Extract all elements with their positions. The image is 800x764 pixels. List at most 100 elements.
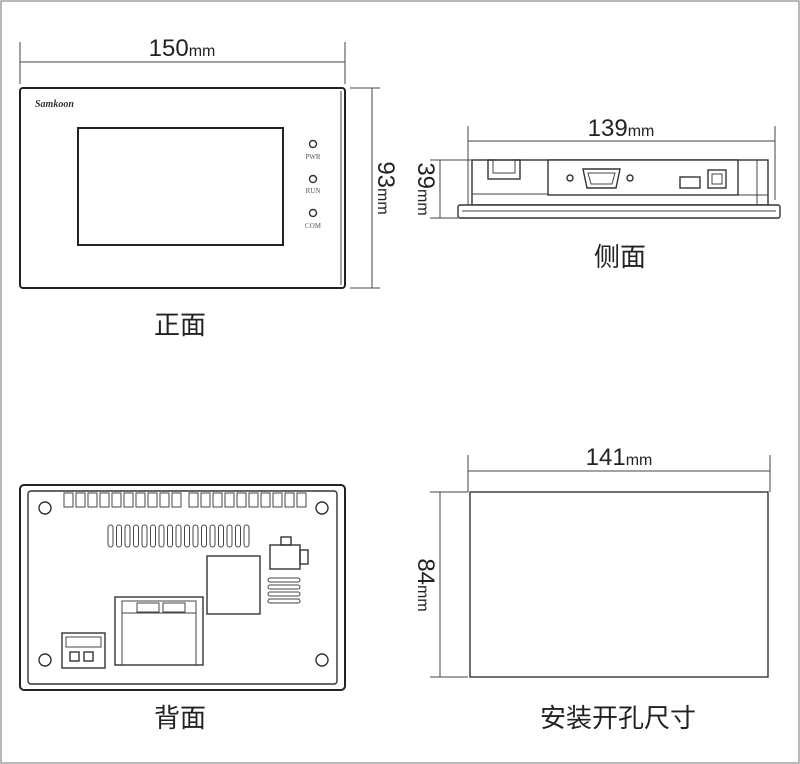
terminal-tab xyxy=(63,492,74,508)
front-height-label: 93mm xyxy=(372,161,399,214)
port-latch xyxy=(136,602,160,613)
mounting-hole-icon xyxy=(38,653,52,667)
port-housing xyxy=(114,596,204,666)
terminal-tab xyxy=(135,492,146,508)
front-view-caption: 正面 xyxy=(154,310,206,340)
front-width-label: 150mm xyxy=(149,35,216,62)
vent-slot xyxy=(167,524,173,548)
db9-connector-inner xyxy=(587,172,616,185)
dimension-value: 84 xyxy=(412,558,439,585)
vent-slot xyxy=(218,524,224,548)
back-power-connector xyxy=(269,536,309,570)
side-depth-dimension: 39mm xyxy=(412,159,472,219)
back-terminal-tabs xyxy=(63,492,307,508)
back-communication-port xyxy=(114,596,204,666)
dimension-value: 93 xyxy=(372,161,399,188)
side-connector-plate xyxy=(547,159,739,196)
cutout-width-label: 141mm xyxy=(586,444,653,471)
led-pwr-icon xyxy=(308,139,318,149)
cutout-height-dimension: 84mm xyxy=(412,491,468,678)
vent-slot xyxy=(235,524,241,548)
cutout-view: 141mm 84mm 安装开孔尺寸 xyxy=(412,444,771,733)
dimension-unit: mm xyxy=(374,188,391,215)
vent-slot xyxy=(116,524,122,548)
terminal-tab xyxy=(75,492,86,508)
vent-slot xyxy=(243,524,250,548)
terminal-tab xyxy=(159,492,170,508)
led-com-label: COM xyxy=(305,222,322,230)
port-latch xyxy=(162,602,186,613)
front-width-dimension: 150mm xyxy=(19,35,346,84)
led-run-label: RUN xyxy=(306,187,321,195)
terminal-tab xyxy=(236,492,247,508)
usb-b-port-icon xyxy=(707,169,727,189)
mounting-hole-icon xyxy=(315,653,329,667)
side-depth-label: 39mm xyxy=(412,162,439,215)
terminal-tab xyxy=(87,492,98,508)
terminal-connector-top xyxy=(65,636,102,648)
terminal-connector-body xyxy=(61,632,106,669)
usb-b-port-inner xyxy=(711,173,723,185)
terminal-tab xyxy=(284,492,295,508)
side-ethernet-port-inner xyxy=(492,159,516,174)
power-connector-tab-right xyxy=(299,549,309,565)
db9-connector-icon xyxy=(582,168,621,189)
cutout-outline xyxy=(469,491,769,678)
terminal-tab xyxy=(147,492,158,508)
vent-slot xyxy=(192,524,199,548)
terminal-tab xyxy=(248,492,259,508)
dimension-value: 139 xyxy=(588,115,628,142)
terminal-tab xyxy=(188,492,199,508)
vent-slot xyxy=(226,524,233,548)
terminal-tab xyxy=(99,492,110,508)
power-connector-tab-top xyxy=(280,536,292,546)
vent-slot xyxy=(107,524,114,548)
dimension-unit: mm xyxy=(189,43,216,60)
led-pwr-label: PWR xyxy=(305,153,321,161)
terminal-tab xyxy=(171,492,182,508)
dimension-value: 39 xyxy=(412,162,439,189)
vent-slot xyxy=(158,524,165,548)
led-run-icon xyxy=(308,174,318,184)
side-view-caption: 侧面 xyxy=(594,242,646,272)
port-top-strip xyxy=(121,600,197,614)
vent-slot xyxy=(184,524,190,548)
led-com-icon xyxy=(308,208,318,218)
dimension-value: 150 xyxy=(149,35,189,62)
vent-slot xyxy=(267,577,301,583)
back-side-slots xyxy=(267,577,301,604)
terminal-tab xyxy=(224,492,235,508)
vent-slot xyxy=(267,584,301,590)
terminal-tab xyxy=(296,492,307,508)
vent-slot xyxy=(209,524,216,548)
cutout-height-label: 84mm xyxy=(412,558,439,611)
terminal-tab xyxy=(123,492,134,508)
side-width-label: 139mm xyxy=(588,115,655,142)
terminal-tab xyxy=(212,492,223,508)
terminal-tab xyxy=(272,492,283,508)
back-panel-outline xyxy=(19,484,346,691)
vent-slot xyxy=(141,524,148,548)
terminal-screw-icon xyxy=(69,651,80,662)
vent-slot xyxy=(124,524,131,548)
dimension-unit: mm xyxy=(628,123,655,140)
db9-screw-right-icon xyxy=(626,174,634,182)
led-indicators: PWR RUN COM xyxy=(305,139,322,230)
cutout-width-dimension: 141mm xyxy=(467,444,771,492)
vent-slot xyxy=(201,524,207,548)
mounting-hole-icon xyxy=(38,501,52,515)
mounting-hole-icon xyxy=(315,501,329,515)
side-width-dimension: 139mm xyxy=(467,115,776,212)
brand-logo: Samkoon xyxy=(35,99,74,110)
back-label-area xyxy=(206,555,261,615)
terminal-tab xyxy=(111,492,122,508)
front-screen xyxy=(77,127,284,246)
side-view: 139mm 39mm 侧面 xyxy=(412,115,781,272)
vent-slot xyxy=(267,598,301,604)
back-vent-slots xyxy=(107,524,250,548)
db9-screw-left-icon xyxy=(566,174,574,182)
dimension-unit: mm xyxy=(626,452,653,469)
back-view-caption: 背面 xyxy=(154,703,206,733)
dimension-unit: mm xyxy=(414,585,431,612)
